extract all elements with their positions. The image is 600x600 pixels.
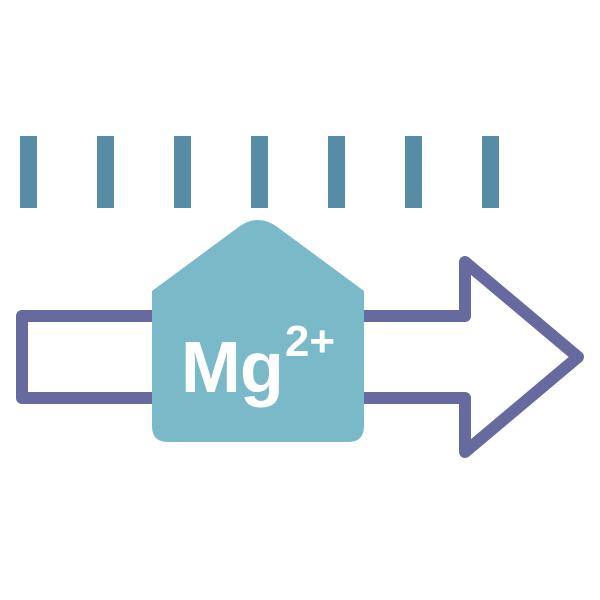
membrane-tick-2 [97, 136, 114, 208]
membrane-tick-4 [251, 136, 268, 208]
membrane-tick-3 [174, 136, 191, 208]
pentagon-badge-icon [152, 220, 364, 442]
membrane-tick-7 [482, 136, 499, 208]
membrane-tick-5 [328, 136, 345, 208]
membrane-tick-1 [20, 136, 37, 208]
right-arrow-outline-icon [16, 256, 584, 458]
membrane-tick-6 [405, 136, 422, 208]
ion-charge: 2+ [284, 317, 336, 366]
ion-symbol: Mg [180, 328, 284, 408]
membrane-tick-marks-icon [20, 136, 499, 208]
